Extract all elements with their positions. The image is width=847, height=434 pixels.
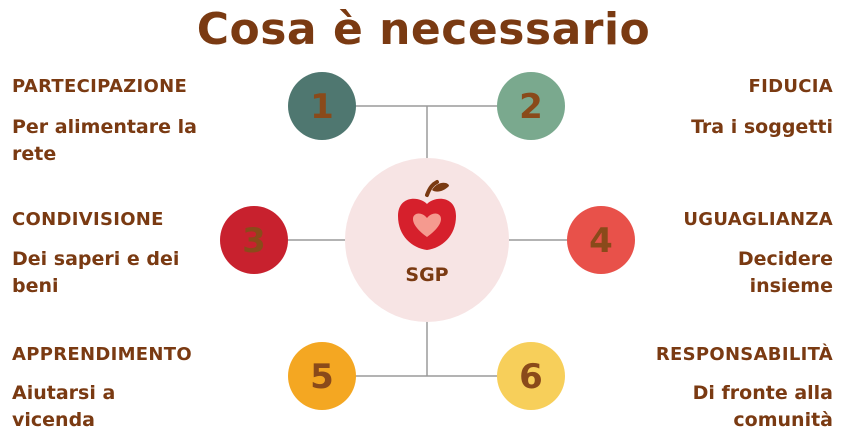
node-3-number: 3	[242, 221, 266, 261]
item-1-heading: PARTECIPAZIONE	[12, 76, 188, 97]
node-2-circle	[497, 72, 565, 140]
item-6-heading: RESPONSABILITÀ	[655, 344, 833, 365]
node-5-circle	[288, 342, 356, 410]
node-1-number: 1	[310, 87, 334, 127]
node-4: 4	[567, 206, 635, 274]
item-4-heading: UGUAGLIANZA	[683, 209, 833, 230]
node-1-circle	[288, 72, 356, 140]
item-5-description: Aiutarsi a vicenda	[12, 382, 116, 431]
item-4-description: Decidere insieme	[737, 248, 833, 297]
node-5: 5	[288, 342, 356, 410]
item-6-description: Di fronte alla comunità	[692, 382, 833, 431]
node-4-number: 4	[589, 221, 613, 261]
node-6-circle	[497, 342, 565, 410]
center-label: SGP	[405, 264, 448, 286]
node-5-number: 5	[310, 357, 334, 397]
item-2-heading: FIDUCIA	[748, 76, 833, 97]
item-1-description: Per alimentare la rete	[12, 116, 197, 165]
node-3-circle	[220, 206, 288, 274]
node-2: 2	[497, 72, 565, 140]
node-4-circle	[567, 206, 635, 274]
item-2-description: Tra i soggetti	[691, 116, 833, 138]
node-3: 3	[220, 206, 288, 274]
item-5-heading: APPRENDIMENTO	[12, 344, 192, 365]
node-2-number: 2	[519, 87, 543, 127]
node-6-number: 6	[519, 357, 543, 397]
diagram-title: Cosa è necessario	[196, 4, 651, 55]
item-3-description: Dei saperi e dei beni	[12, 248, 180, 297]
apple-heart-icon	[398, 180, 456, 250]
node-1: 1	[288, 72, 356, 140]
node-6: 6	[497, 342, 565, 410]
item-3-heading: CONDIVISIONE	[12, 209, 164, 230]
